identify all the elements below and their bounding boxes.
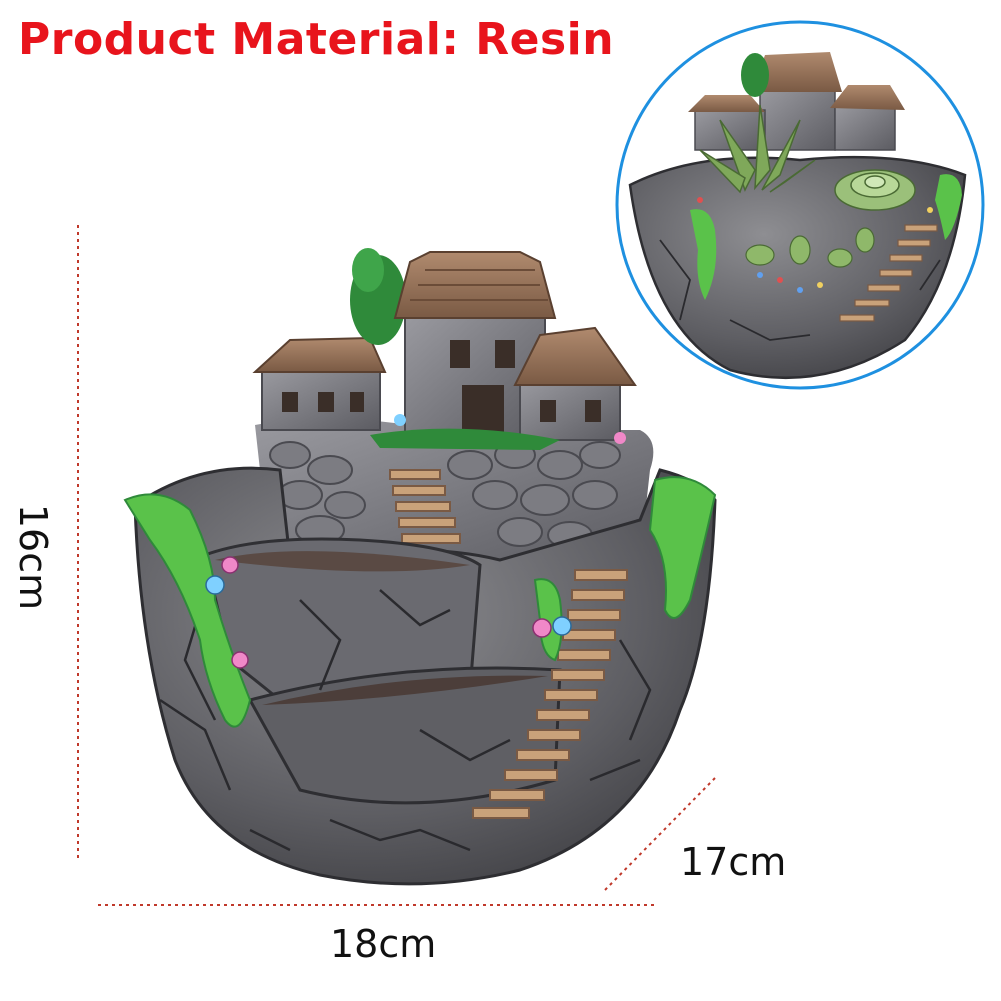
fairy-garden-planter [123,248,717,886]
height-dimension-label: 16cm [11,503,55,611]
flower-decorations [205,414,626,669]
inset-border-ring [615,20,985,390]
upper-stairway [389,469,461,544]
depth-dimension-line [604,777,716,891]
left-cottage [252,336,387,431]
right-cottage [513,326,637,441]
width-dimension-label: 18cm [330,922,437,966]
product-material-title: Product Material: Resin [18,14,615,65]
succulent-plant-icon [699,104,816,194]
depth-dimension-label: 17cm [680,840,787,884]
central-house [393,251,557,441]
moss-patches [123,476,717,728]
green-shrub [350,248,406,345]
inset-photo-planter-with-succulents [615,20,985,390]
lower-stairway [472,569,628,819]
